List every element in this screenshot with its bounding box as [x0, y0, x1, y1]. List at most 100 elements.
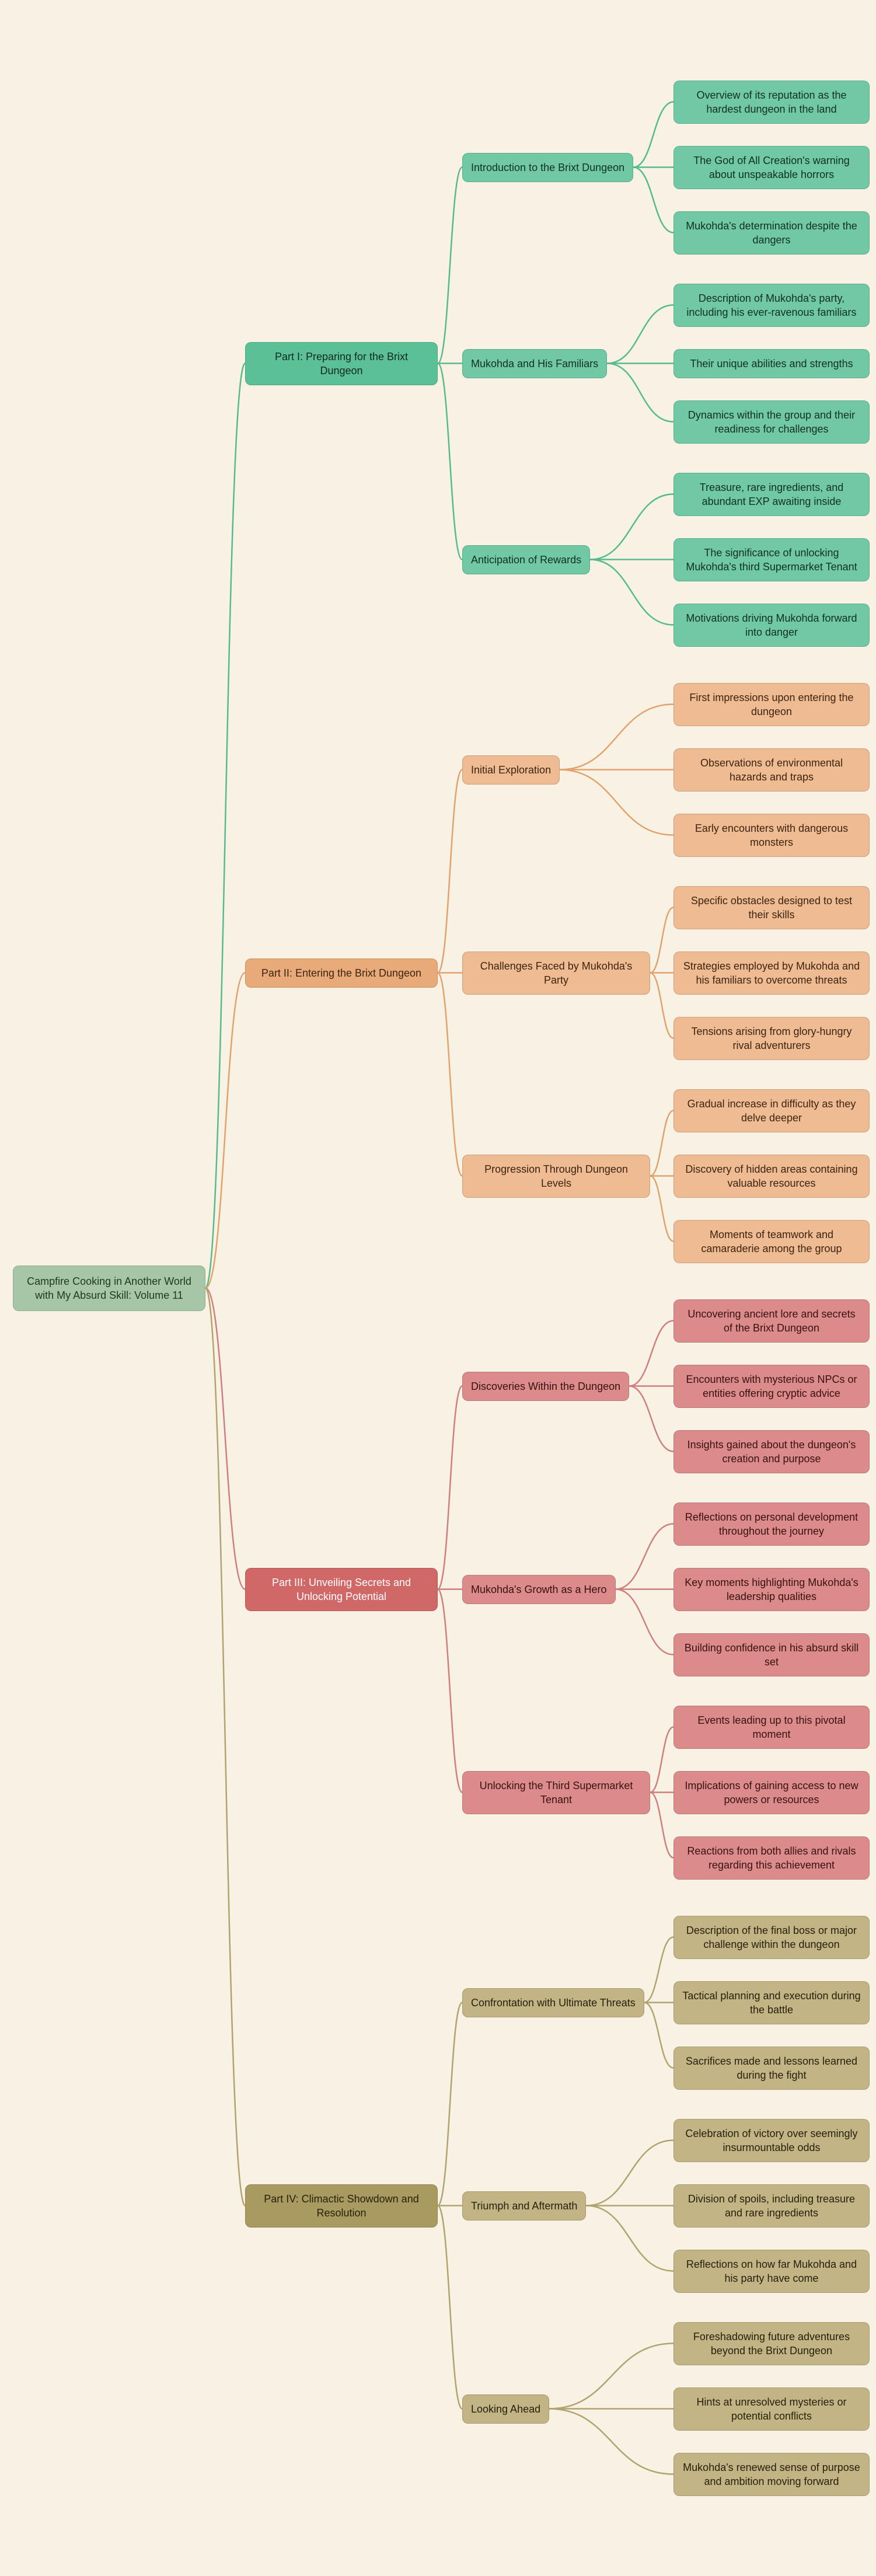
- branch-row-part: Part I: Preparing for the Brixt Dungeon I…: [245, 80, 870, 647]
- branch-row-leaf: Dynamics within the group and their read…: [673, 400, 870, 444]
- leaf-node[interactable]: Insights gained about the dungeon's crea…: [673, 1430, 870, 1473]
- leaf-node-slot: Foreshadowing future adventures beyond t…: [673, 2321, 870, 2365]
- topic-node-slot: Challenges Faced by Mukohda's Party: [462, 951, 650, 995]
- leaf-node-slot: Reactions from both allies and rivals re…: [673, 1836, 870, 1880]
- leaf-node[interactable]: Moments of teamwork and camaraderie amon…: [673, 1219, 870, 1263]
- topic-node[interactable]: Anticipation of Rewards: [462, 545, 591, 574]
- leaf-node[interactable]: Uncovering ancient lore and secrets of t…: [673, 1299, 870, 1343]
- leaf-node[interactable]: Observations of environmental hazards an…: [673, 748, 870, 792]
- leaf-node[interactable]: Overview of its reputation as the hardes…: [673, 80, 870, 124]
- leaf-node[interactable]: The significance of unlocking Mukohda's …: [673, 538, 870, 581]
- leaf-node[interactable]: Reflections on how far Mukohda and his p…: [673, 2249, 870, 2293]
- leaf-node[interactable]: Reflections on personal development thro…: [673, 1502, 870, 1546]
- branch-row-leaf: The God of All Creation's warning about …: [673, 145, 870, 189]
- leaf-node[interactable]: Mukohda's renewed sense of purpose and a…: [673, 2452, 870, 2496]
- topic-node-slot: Unlocking the Third Supermarket Tenant: [462, 1770, 650, 1814]
- topic-node[interactable]: Unlocking the Third Supermarket Tenant: [462, 1770, 650, 1814]
- leaf-node[interactable]: Gradual increase in difficulty as they d…: [673, 1089, 870, 1132]
- topic-node[interactable]: Looking Ahead: [462, 2394, 550, 2424]
- topic-node[interactable]: Progression Through Dungeon Levels: [462, 1154, 650, 1198]
- topic-node[interactable]: Introduction to the Brixt Dungeon: [462, 152, 634, 182]
- root-node[interactable]: Campfire Cooking in Another World with M…: [13, 1265, 205, 1311]
- leaf-node-slot: Tactical planning and execution during t…: [673, 1981, 870, 2024]
- leaf-node[interactable]: Reactions from both allies and rivals re…: [673, 1836, 870, 1880]
- topic-node[interactable]: Challenges Faced by Mukohda's Party: [462, 951, 650, 995]
- branch-row-leaf: Description of the final boss or major c…: [673, 1915, 870, 1959]
- branch-row-leaf: Strategies employed by Mukohda and his f…: [673, 951, 870, 995]
- leaf-node[interactable]: The God of All Creation's warning about …: [673, 145, 870, 189]
- leaf-node[interactable]: Specific obstacles designed to test thei…: [673, 886, 870, 929]
- leaf-node-slot: Moments of teamwork and camaraderie amon…: [673, 1219, 870, 1263]
- leaf-node-slot: Early encounters with dangerous monsters: [673, 813, 870, 857]
- leaf-node[interactable]: Their unique abilities and strengths: [673, 348, 870, 378]
- topic-node-slot: Progression Through Dungeon Levels: [462, 1154, 650, 1198]
- topic-node[interactable]: Initial Exploration: [462, 755, 560, 785]
- leaf-node[interactable]: Encounters with mysterious NPCs or entit…: [673, 1364, 870, 1408]
- leaf-node[interactable]: Strategies employed by Mukohda and his f…: [673, 951, 870, 995]
- leaf-node-slot: Reflections on how far Mukohda and his p…: [673, 2249, 870, 2293]
- branch-row-topic: Challenges Faced by Mukohda's Party Speci…: [462, 886, 870, 1060]
- leaf-node-slot: Their unique abilities and strengths: [673, 348, 870, 378]
- leaf-node[interactable]: Description of Mukohda's party, includin…: [673, 283, 870, 327]
- branch-row-topic: Triumph and Aftermath Celebration of vict…: [462, 2118, 870, 2293]
- part-node[interactable]: Part III: Unveiling Secrets and Unlockin…: [245, 1567, 438, 1611]
- children-column: Events leading up to this pivotal moment…: [673, 1705, 870, 1880]
- children-column: Initial Exploration First impressions upo…: [462, 682, 870, 1263]
- branch-row-topic: Unlocking the Third Supermarket Tenant Ev…: [462, 1705, 870, 1880]
- branch-row-leaf: The significance of unlocking Mukohda's …: [673, 538, 870, 581]
- branch-row-topic: Discoveries Within the Dungeon Uncovering…: [462, 1299, 870, 1473]
- branch-row-leaf: Tactical planning and execution during t…: [673, 1981, 870, 2024]
- leaf-node[interactable]: Tensions arising from glory-hungry rival…: [673, 1016, 870, 1060]
- leaf-node[interactable]: Foreshadowing future adventures beyond t…: [673, 2321, 870, 2365]
- leaf-node[interactable]: Celebration of victory over seemingly in…: [673, 2118, 870, 2162]
- leaf-node-slot: Description of the final boss or major c…: [673, 1915, 870, 1959]
- part-node[interactable]: Part II: Entering the Brixt Dungeon: [245, 958, 438, 988]
- leaf-node-slot: Tensions arising from glory-hungry rival…: [673, 1016, 870, 1060]
- children-column: Uncovering ancient lore and secrets of t…: [673, 1299, 870, 1473]
- topic-node-slot: Anticipation of Rewards: [462, 545, 650, 574]
- leaf-node[interactable]: Key moments highlighting Mukohda's leade…: [673, 1567, 870, 1611]
- branch-row-leaf: Specific obstacles designed to test thei…: [673, 886, 870, 929]
- topic-node-slot: Initial Exploration: [462, 755, 650, 785]
- leaf-node[interactable]: First impressions upon entering the dung…: [673, 682, 870, 726]
- children-column: Reflections on personal development thro…: [673, 1502, 870, 1676]
- branch-row-leaf: Reflections on how far Mukohda and his p…: [673, 2249, 870, 2293]
- leaf-node-slot: Observations of environmental hazards an…: [673, 748, 870, 792]
- leaf-node-slot: Events leading up to this pivotal moment: [673, 1705, 870, 1749]
- leaf-node[interactable]: Treasure, rare ingredients, and abundant…: [673, 472, 870, 516]
- leaf-node[interactable]: Events leading up to this pivotal moment: [673, 1705, 870, 1749]
- leaf-node[interactable]: Implications of gaining access to new po…: [673, 1770, 870, 1814]
- children-column: Treasure, rare ingredients, and abundant…: [673, 472, 870, 647]
- leaf-node[interactable]: Division of spoils, including treasure a…: [673, 2184, 870, 2228]
- leaf-node[interactable]: Hints at unresolved mysteries or potenti…: [673, 2387, 870, 2431]
- topic-node[interactable]: Confrontation with Ultimate Threats: [462, 1988, 644, 2017]
- topic-node-slot: Confrontation with Ultimate Threats: [462, 1988, 650, 2017]
- part-node[interactable]: Part IV: Climactic Showdown and Resoluti…: [245, 2184, 438, 2228]
- leaf-node-slot: Celebration of victory over seemingly in…: [673, 2118, 870, 2162]
- part-node-slot: Part I: Preparing for the Brixt Dungeon: [245, 341, 438, 385]
- topic-node-slot: Mukohda and His Familiars: [462, 348, 650, 378]
- leaf-node[interactable]: Discovery of hidden areas containing val…: [673, 1154, 870, 1198]
- leaf-node[interactable]: Building confidence in his absurd skill …: [673, 1633, 870, 1676]
- leaf-node[interactable]: Sacrifices made and lessons learned duri…: [673, 2046, 870, 2090]
- branch-row-topic: Anticipation of Rewards Treasure, rare in…: [462, 472, 870, 647]
- topic-node[interactable]: Mukohda's Growth as a Hero: [462, 1574, 616, 1604]
- leaf-node[interactable]: Mukohda's determination despite the dang…: [673, 211, 870, 255]
- mindmap-tree: Campfire Cooking in Another World with M…: [0, 80, 870, 2496]
- branch-row-topic: Mukohda and His Familiars Description of …: [462, 283, 870, 444]
- branch-row-leaf: Observations of environmental hazards an…: [673, 748, 870, 792]
- leaf-node-slot: Building confidence in his absurd skill …: [673, 1633, 870, 1676]
- part-node[interactable]: Part I: Preparing for the Brixt Dungeon: [245, 341, 438, 385]
- leaf-node[interactable]: Motivations driving Mukohda forward into…: [673, 603, 870, 647]
- topic-node[interactable]: Mukohda and His Familiars: [462, 348, 608, 378]
- leaf-node[interactable]: Dynamics within the group and their read…: [673, 400, 870, 444]
- leaf-node[interactable]: Description of the final boss or major c…: [673, 1915, 870, 1959]
- topic-node[interactable]: Discoveries Within the Dungeon: [462, 1371, 630, 1401]
- leaf-node[interactable]: Tactical planning and execution during t…: [673, 1981, 870, 2024]
- children-column: Foreshadowing future adventures beyond t…: [673, 2321, 870, 2496]
- topic-node-slot: Looking Ahead: [462, 2394, 650, 2424]
- leaf-node[interactable]: Early encounters with dangerous monsters: [673, 813, 870, 857]
- topic-node[interactable]: Triumph and Aftermath: [462, 2191, 587, 2221]
- topic-node-slot: Discoveries Within the Dungeon: [462, 1371, 650, 1401]
